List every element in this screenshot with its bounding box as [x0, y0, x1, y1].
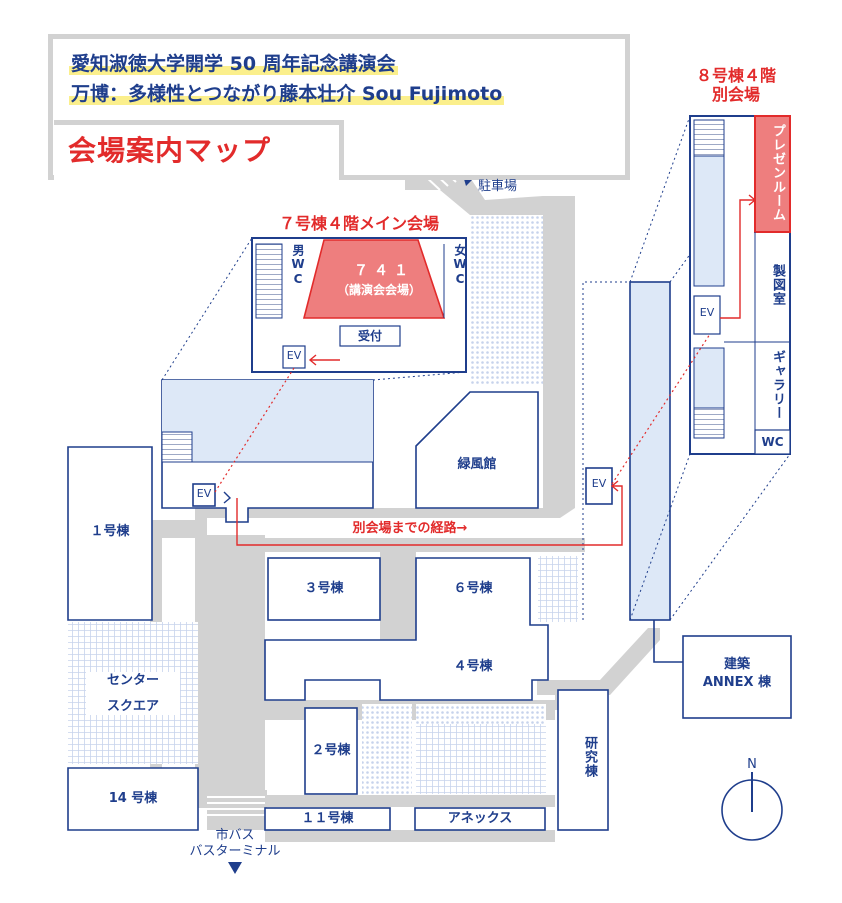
- building-8-base: [585, 281, 671, 621]
- building-6-label: ６号棟: [453, 581, 493, 596]
- center-square-line2: スクエア: [106, 698, 159, 714]
- building-2: [304, 707, 358, 795]
- center-square-label: センター スクエア: [86, 672, 180, 716]
- room-741-name: （講演会会場）: [336, 283, 421, 297]
- room-741: ７４１: [354, 263, 414, 279]
- building-11-label: １１号棟: [301, 811, 354, 826]
- building-1-label: １号棟: [90, 524, 130, 539]
- header-line1: 愛知淑徳大学開学 50 周年記念講演会: [69, 53, 398, 75]
- ev-7-ground: EV: [196, 487, 212, 500]
- bus-line2: バスターミナル: [189, 844, 281, 860]
- building-3: [267, 557, 381, 621]
- map-title: 会場案内マップ: [54, 120, 344, 180]
- annex-title-line1: ８号棟４階: [695, 66, 776, 85]
- bus-arrow-icon: [228, 862, 242, 874]
- bus-terminal-label: 市バス バスターミナル: [176, 828, 294, 861]
- wc-8-4f: WC: [761, 435, 784, 449]
- buildings: [67, 391, 792, 831]
- ryokufu-label: 緑風館: [457, 457, 497, 472]
- kenchiku-line1: 建築: [723, 657, 750, 672]
- annex-venue-title: ８号棟４階 別会場: [676, 66, 796, 104]
- gallery: ギャラリー: [770, 350, 785, 420]
- building-7-base: [161, 379, 374, 523]
- presentation-room: プレゼンルーム: [770, 124, 785, 222]
- kenchiku-connector: [653, 620, 683, 663]
- kenchiku-label: 建築 ANNEX 棟: [683, 656, 791, 692]
- building-4-label: ４号棟: [453, 659, 493, 674]
- title-panel: 愛知淑徳大学開学 50 周年記念講演会 万博：多様性とつながり藤本壮介 Sou …: [48, 34, 630, 180]
- building-annex: [414, 807, 546, 831]
- annex-title-line2: 別会場: [711, 85, 760, 105]
- building-11: [264, 807, 391, 831]
- building-kenchiku: [682, 635, 792, 719]
- north-arrow-icon: [721, 772, 783, 841]
- building-ryokufu: [415, 391, 539, 509]
- building-14-label: 14 号棟: [108, 791, 158, 806]
- route: [236, 199, 755, 546]
- building-14: [67, 767, 199, 831]
- compass-label: N: [747, 757, 757, 772]
- ev-8-ground: EV: [591, 477, 607, 490]
- building-2-label: ２号棟: [311, 743, 351, 758]
- wc-women-label: 女WC: [453, 244, 467, 287]
- parking-label: 駐車場: [478, 179, 518, 194]
- reception-label: 受付: [357, 329, 382, 343]
- main-venue-title: ７号棟４階メイン会場: [278, 214, 439, 233]
- wc-men-label: 男WC: [291, 244, 305, 287]
- ev-7-4f: EV: [286, 349, 302, 362]
- kenkyu-label: 研究棟: [582, 736, 597, 778]
- header-line2: 万博：多様性とつながり藤本壮介 Sou Fujimoto: [69, 83, 505, 105]
- building-3-label: ３号棟: [304, 581, 344, 596]
- building-annex-label: アネックス: [447, 811, 513, 826]
- route-label: 別会場までの経路→: [352, 521, 468, 536]
- floorplan-7: [251, 237, 467, 373]
- ev-8-4f: EV: [699, 306, 715, 319]
- kenchiku-line2: ANNEX 棟: [702, 675, 772, 691]
- bus-line1: 市バス: [215, 828, 255, 843]
- building-6-4: [264, 557, 549, 701]
- drafting-room: 製図室: [770, 264, 785, 306]
- building-1: [67, 446, 153, 621]
- center-square-line1: センター: [106, 673, 159, 688]
- building-kenkyu: [557, 689, 609, 831]
- route-arrow-icon: [223, 194, 757, 504]
